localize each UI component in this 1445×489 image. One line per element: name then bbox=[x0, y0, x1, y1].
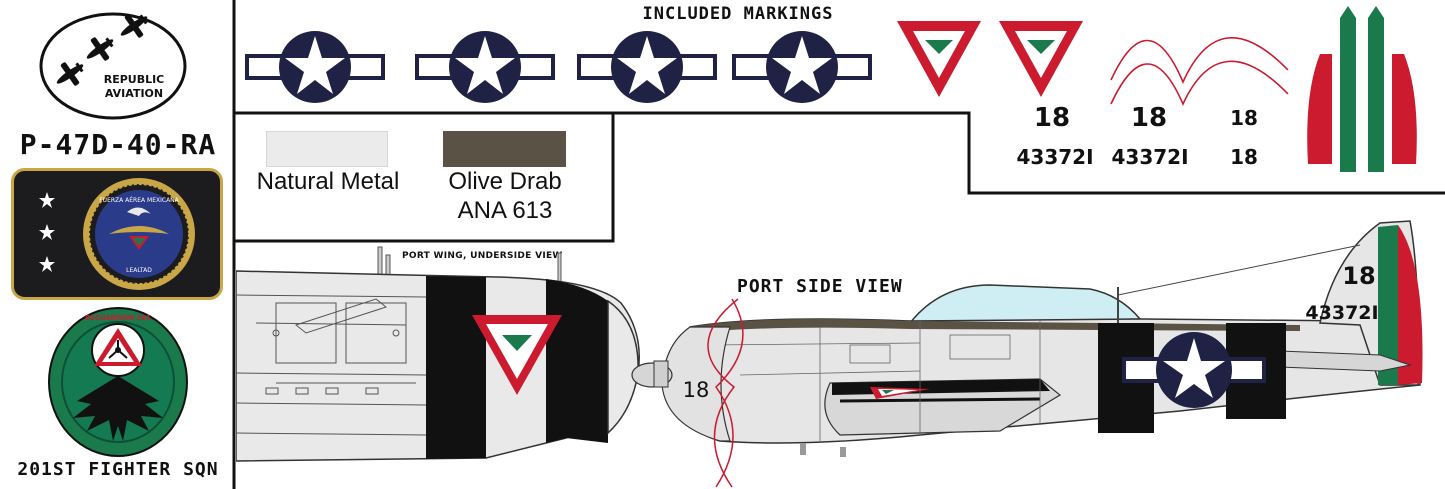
port-side-view bbox=[631, 220, 1423, 488]
sidebar: REPUBLIC AVIATION P-47D-40-RA FUERZA AÉR… bbox=[0, 0, 234, 489]
republic-aviation-logo: REPUBLIC AVIATION bbox=[39, 12, 187, 120]
marking-number-large: 18 bbox=[1033, 103, 1071, 133]
roundel-icon bbox=[1122, 332, 1266, 408]
roundel-icon bbox=[577, 31, 717, 103]
markings-title: INCLUDED MARKINGS bbox=[642, 4, 834, 24]
badge-top-text: FUERZA AÉREA MEXICANA bbox=[99, 196, 179, 204]
patch-top-text: ESCUADRON 201 bbox=[85, 314, 151, 322]
marking-number-small: 18 bbox=[1230, 106, 1258, 130]
mexican-triangle-pair bbox=[897, 21, 1083, 97]
tail-number: 18 bbox=[1342, 262, 1376, 290]
roundel-icon bbox=[245, 31, 385, 103]
roundel-icon bbox=[415, 31, 555, 103]
swatch-natural-metal bbox=[266, 131, 388, 167]
tail-serial: 43372I bbox=[1305, 302, 1379, 324]
marking-serial: 43372I bbox=[1016, 145, 1094, 169]
side-view-label: PORT SIDE VIEW bbox=[737, 276, 903, 297]
badge-bottom-text: LEALTAD bbox=[126, 267, 152, 274]
logo-line2: AVIATION bbox=[105, 87, 163, 100]
marking-serial: 43372I bbox=[1111, 145, 1189, 169]
wing-view-label: PORT WING, UNDERSIDE VIEW bbox=[402, 251, 563, 261]
logo-line1: REPUBLIC bbox=[104, 73, 165, 86]
squadron-patch: ESCUADRON 201 bbox=[48, 307, 188, 457]
roundel-icon bbox=[732, 31, 872, 103]
triangle-insignia-icon bbox=[897, 21, 981, 97]
triangle-insignia-icon bbox=[472, 315, 562, 395]
aircraft-model: P-47D-40-RA bbox=[19, 128, 217, 161]
roundel-row bbox=[245, 31, 872, 103]
swatch-olive-drab bbox=[443, 131, 566, 167]
rudder-stripes-marking bbox=[1307, 6, 1417, 172]
marking-number-small: 18 bbox=[1230, 145, 1258, 169]
squadron-name: 201ST FIGHTER SQN bbox=[17, 459, 219, 480]
triangle-insignia-icon bbox=[999, 21, 1083, 97]
wing-underside-view bbox=[236, 246, 640, 462]
star-icon bbox=[39, 192, 55, 272]
cheatline-marking bbox=[1110, 36, 1289, 106]
swatch-olive-drab-label: Olive Drab bbox=[448, 168, 562, 195]
cowl-number: 18 bbox=[682, 378, 710, 402]
marking-number-large: 18 bbox=[1130, 103, 1168, 133]
plane-silhouette-icon bbox=[56, 14, 148, 86]
swatch-olive-drab-spec: ANA 613 bbox=[457, 197, 553, 224]
fam-badge: FUERZA AÉREA MEXICANA LEALTAD bbox=[11, 168, 223, 300]
swatch-natural-metal-label: Natural Metal bbox=[256, 168, 400, 195]
